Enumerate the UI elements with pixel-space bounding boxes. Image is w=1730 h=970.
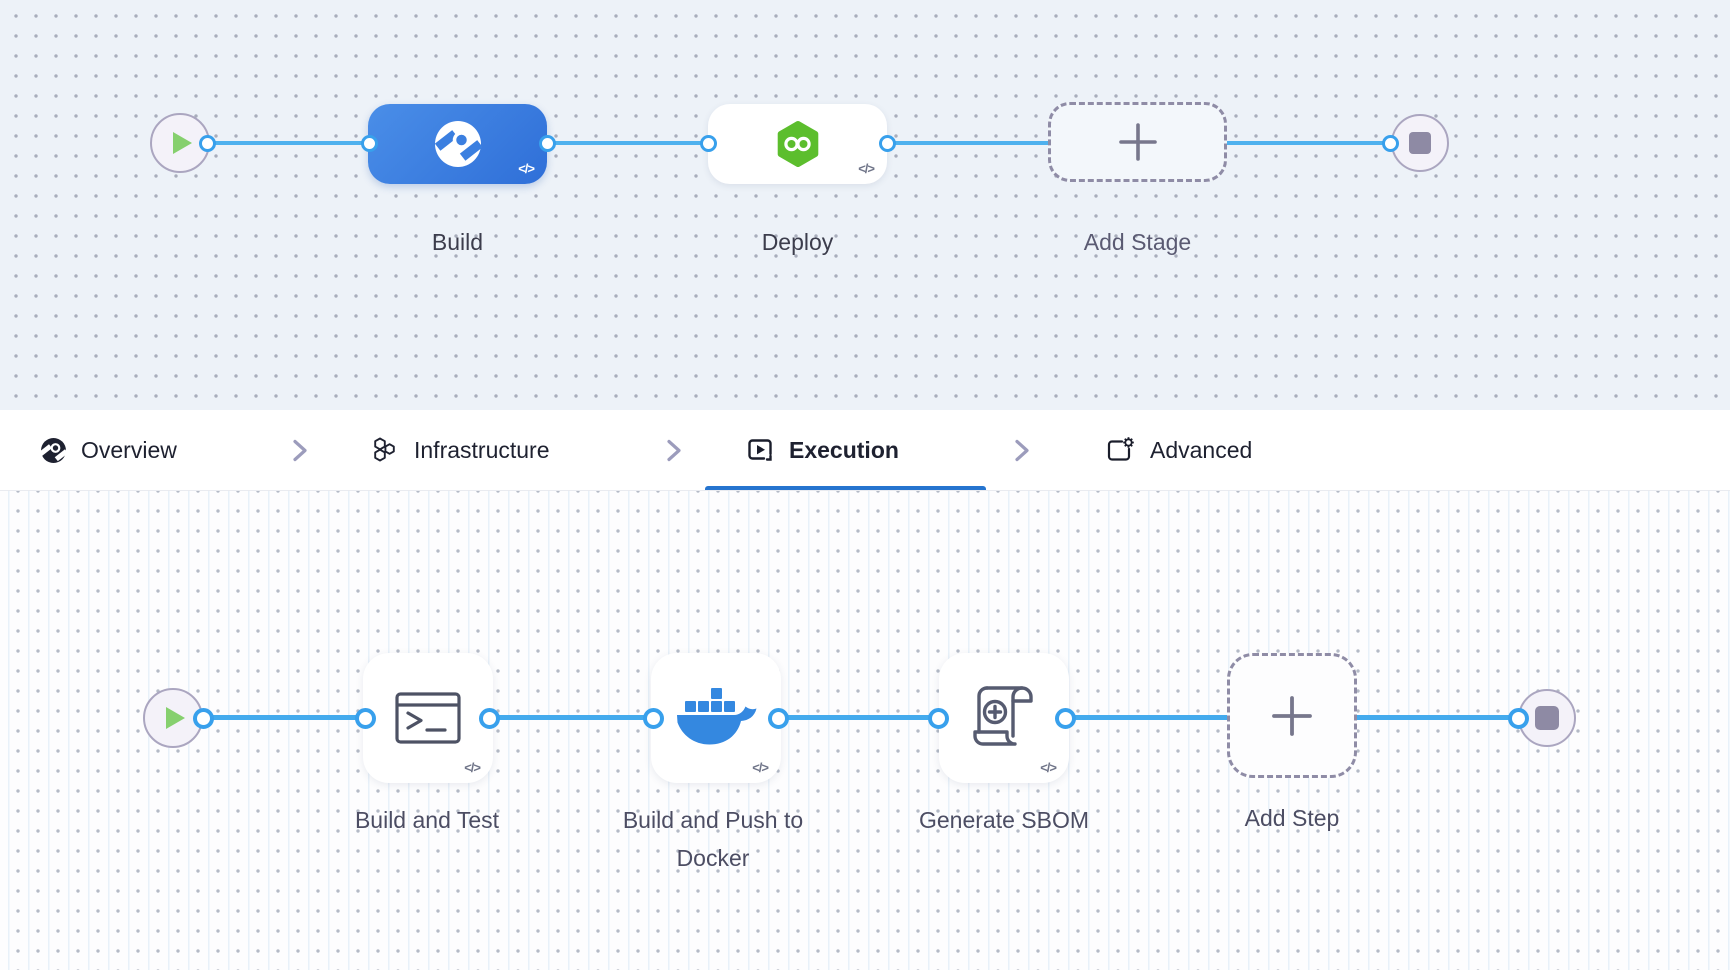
- port[interactable]: [354, 707, 376, 729]
- port[interactable]: [1507, 707, 1529, 729]
- chevron-right-icon: [660, 437, 687, 464]
- code-badge[interactable]: </>: [464, 760, 481, 775]
- stage-node-build[interactable]: </>: [368, 104, 547, 184]
- step-label: Build and Test: [354, 807, 500, 833]
- step-node-build-and-test[interactable]: </>: [363, 653, 493, 783]
- port[interactable]: [198, 134, 216, 152]
- port[interactable]: [642, 707, 664, 729]
- advanced-icon: [1105, 436, 1136, 465]
- tab-execution[interactable]: Execution: [745, 410, 899, 490]
- terminal-icon: [395, 692, 461, 744]
- pipeline-end-node: [1391, 114, 1449, 172]
- stage-label: Build: [431, 229, 484, 255]
- plus-icon: [1117, 121, 1159, 163]
- edge-step1-step2: [489, 715, 653, 720]
- plus-icon: [1269, 693, 1315, 739]
- stage-label: Deploy: [761, 229, 834, 255]
- tab-advanced[interactable]: Advanced: [1105, 410, 1252, 490]
- port[interactable]: [878, 134, 896, 152]
- port[interactable]: [1381, 134, 1399, 152]
- chevron-right-icon: [1008, 437, 1035, 464]
- stage-canvas[interactable]: </> </> Build Deploy Add Stage: [0, 0, 1730, 410]
- harness-ci-icon: [434, 120, 482, 168]
- edge-start-step1: [203, 715, 365, 720]
- infrastructure-icon: [371, 436, 400, 465]
- stage-config-tabbar: Overview Infrastructure: [0, 410, 1730, 491]
- stop-icon: [1409, 132, 1431, 154]
- docker-icon: [675, 687, 757, 749]
- scroll-plus-icon: [969, 684, 1039, 752]
- edge-start-build: [207, 141, 369, 145]
- port[interactable]: [192, 707, 214, 729]
- tab-label: Overview: [81, 436, 177, 463]
- edge-build-deploy: [547, 141, 708, 145]
- tab-label: Advanced: [1150, 436, 1253, 463]
- active-tab-underline: [705, 486, 986, 490]
- pipeline-start-node: [150, 113, 210, 173]
- harness-cd-icon: [774, 120, 822, 168]
- port[interactable]: [538, 134, 556, 152]
- port[interactable]: [767, 707, 789, 729]
- stage-node-deploy[interactable]: </>: [708, 104, 887, 184]
- code-badge[interactable]: </>: [752, 760, 769, 775]
- code-badge[interactable]: </>: [1040, 760, 1057, 775]
- step-label: Generate SBOM: [918, 807, 1090, 833]
- code-badge[interactable]: </>: [518, 161, 535, 176]
- code-badge[interactable]: </>: [858, 161, 875, 176]
- tab-infrastructure[interactable]: Infrastructure: [371, 410, 550, 490]
- port[interactable]: [927, 707, 949, 729]
- edge-step2-step3: [778, 715, 938, 720]
- tab-label: Infrastructure: [414, 436, 550, 463]
- port[interactable]: [478, 707, 500, 729]
- chevron-right-icon: [286, 437, 313, 464]
- stop-icon: [1535, 706, 1559, 730]
- port[interactable]: [1054, 707, 1076, 729]
- execution-canvas[interactable]: </> </>: [0, 491, 1730, 970]
- overview-icon: [40, 437, 67, 464]
- step-node-generate-sbom[interactable]: </>: [939, 653, 1069, 783]
- step-label: Build and Push to Docker: [622, 807, 804, 871]
- step-label: Add Step: [1244, 805, 1340, 831]
- tab-overview[interactable]: Overview: [40, 410, 177, 490]
- play-icon: [166, 707, 185, 729]
- port[interactable]: [360, 134, 378, 152]
- tab-label: Execution: [789, 436, 899, 463]
- add-stage-button[interactable]: [1048, 102, 1227, 182]
- port[interactable]: [699, 134, 717, 152]
- play-icon: [173, 132, 192, 154]
- add-step-button[interactable]: [1227, 653, 1357, 778]
- execution-icon: [745, 435, 775, 465]
- step-node-build-and-push-docker[interactable]: </>: [651, 653, 781, 783]
- stage-label: Add Stage: [1083, 229, 1192, 255]
